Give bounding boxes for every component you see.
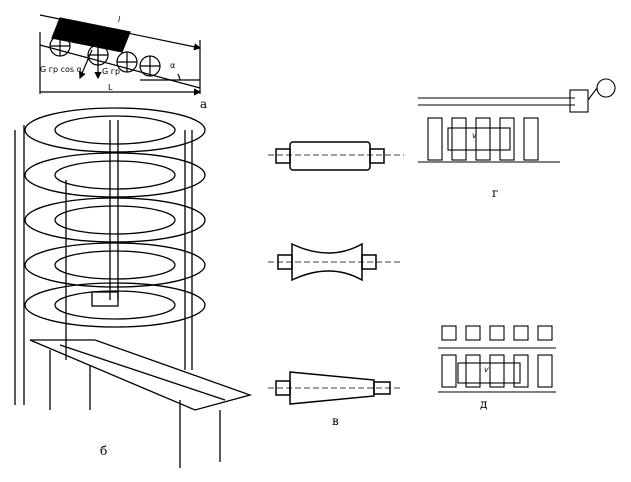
panel-g-speed: v <box>472 131 477 140</box>
panel-v-roller-cylindrical <box>268 141 404 171</box>
panel-b-spiral-conveyor <box>14 107 253 468</box>
panel-a-inclined-conveyor <box>39 14 202 96</box>
panel-d-label: д <box>480 397 488 411</box>
panel-a-angle: α <box>170 61 176 70</box>
panel-a-force-normal: G гр cos α <box>40 65 82 74</box>
panel-d-drive-scheme <box>438 325 556 393</box>
panel-g-drive-scheme <box>418 78 616 163</box>
panel-v-roller-conical <box>268 371 402 405</box>
panel-a-dim-L: L <box>108 83 113 92</box>
panel-v-label: в <box>332 414 339 428</box>
panel-g-label: г <box>492 186 499 200</box>
panel-b-label: б <box>100 444 108 458</box>
panel-d-speed: v <box>484 365 489 374</box>
panel-v-roller-concave <box>268 242 400 282</box>
panel-a-force-weight: G гр <box>102 67 121 76</box>
panel-a-label: а <box>200 97 208 111</box>
panel-a-dim-l: l <box>118 15 121 24</box>
